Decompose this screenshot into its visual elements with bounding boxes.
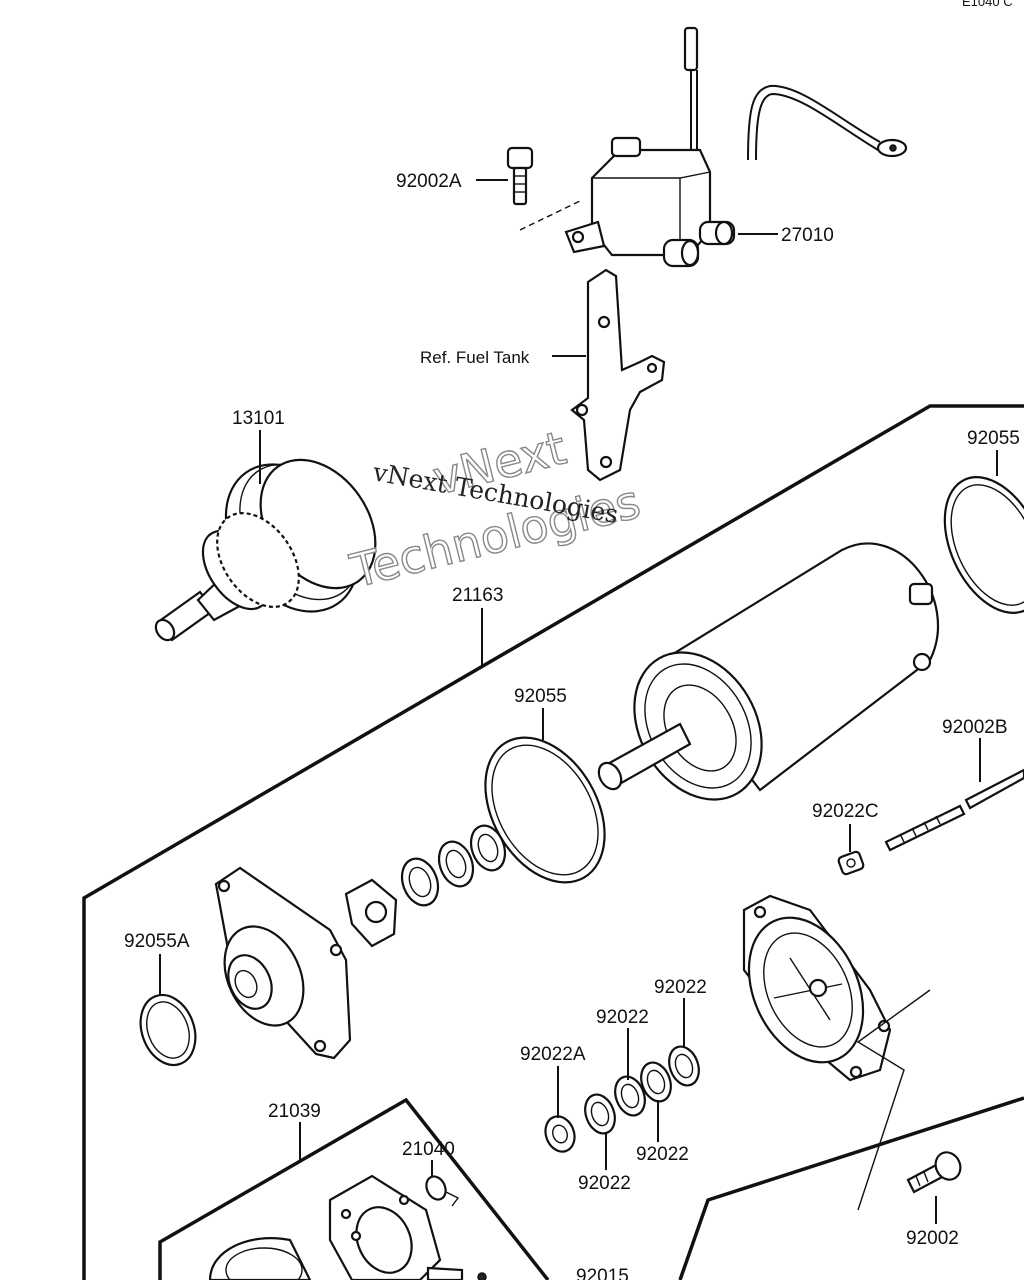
label-92022-c: 92022 [636,1144,689,1165]
lock-plate [344,878,398,948]
o-ring-92055A [139,993,197,1067]
label-92055-mid: 92055 [514,686,567,707]
label-92055-top: 92055 [967,428,1020,449]
label-92022-a: 92022 [654,977,707,998]
label-92055A: 92055A [124,931,190,952]
leader-lines [159,179,998,1224]
shims-front [400,824,507,907]
label-92022A: 92022A [520,1044,586,1065]
through-bolt-92002B [884,768,1024,852]
rear-cover [742,894,892,1082]
brush-holder [328,1174,442,1280]
screw-92015 [426,1266,487,1280]
label-92002B: 92002B [942,717,1008,738]
label-21040: 21040 [402,1139,455,1160]
o-ring-92055-mid [484,736,606,884]
group-frame-21163 [82,404,1024,1280]
armature-shaft [597,722,692,791]
commutator-end-plate [208,1237,312,1280]
starter-relay [519,26,908,268]
label-92015: 92015 [576,1266,629,1280]
shims-92022 [544,1045,700,1153]
label-21039: 21039 [268,1101,321,1122]
brush-21040 [425,1175,460,1207]
label-92022-b: 92022 [596,1007,649,1028]
corner-code: E1040 C [962,0,1013,9]
label-92022-d: 92022 [578,1173,631,1194]
group-frame-21039 [158,1096,1024,1280]
fuel-tank-bracket [570,268,666,482]
label-13101: 13101 [232,408,285,429]
bolt-92002A [506,146,534,206]
guide-92002 [856,989,931,1211]
starter-motor-yoke [633,542,940,801]
starter-clutch [154,458,377,642]
o-ring-92055-top [943,476,1024,614]
label-92002: 92002 [906,1228,959,1249]
label-27010: 27010 [781,225,834,246]
label-92002A: 92002A [396,171,462,192]
label-92022C: 92022C [812,801,879,822]
bolt-92002 [906,1151,962,1194]
label-21163: 21163 [452,585,503,606]
label-ref-fuel-tank: Ref. Fuel Tank [420,348,530,367]
front-cover [214,866,352,1060]
washer-92022C [837,850,865,876]
